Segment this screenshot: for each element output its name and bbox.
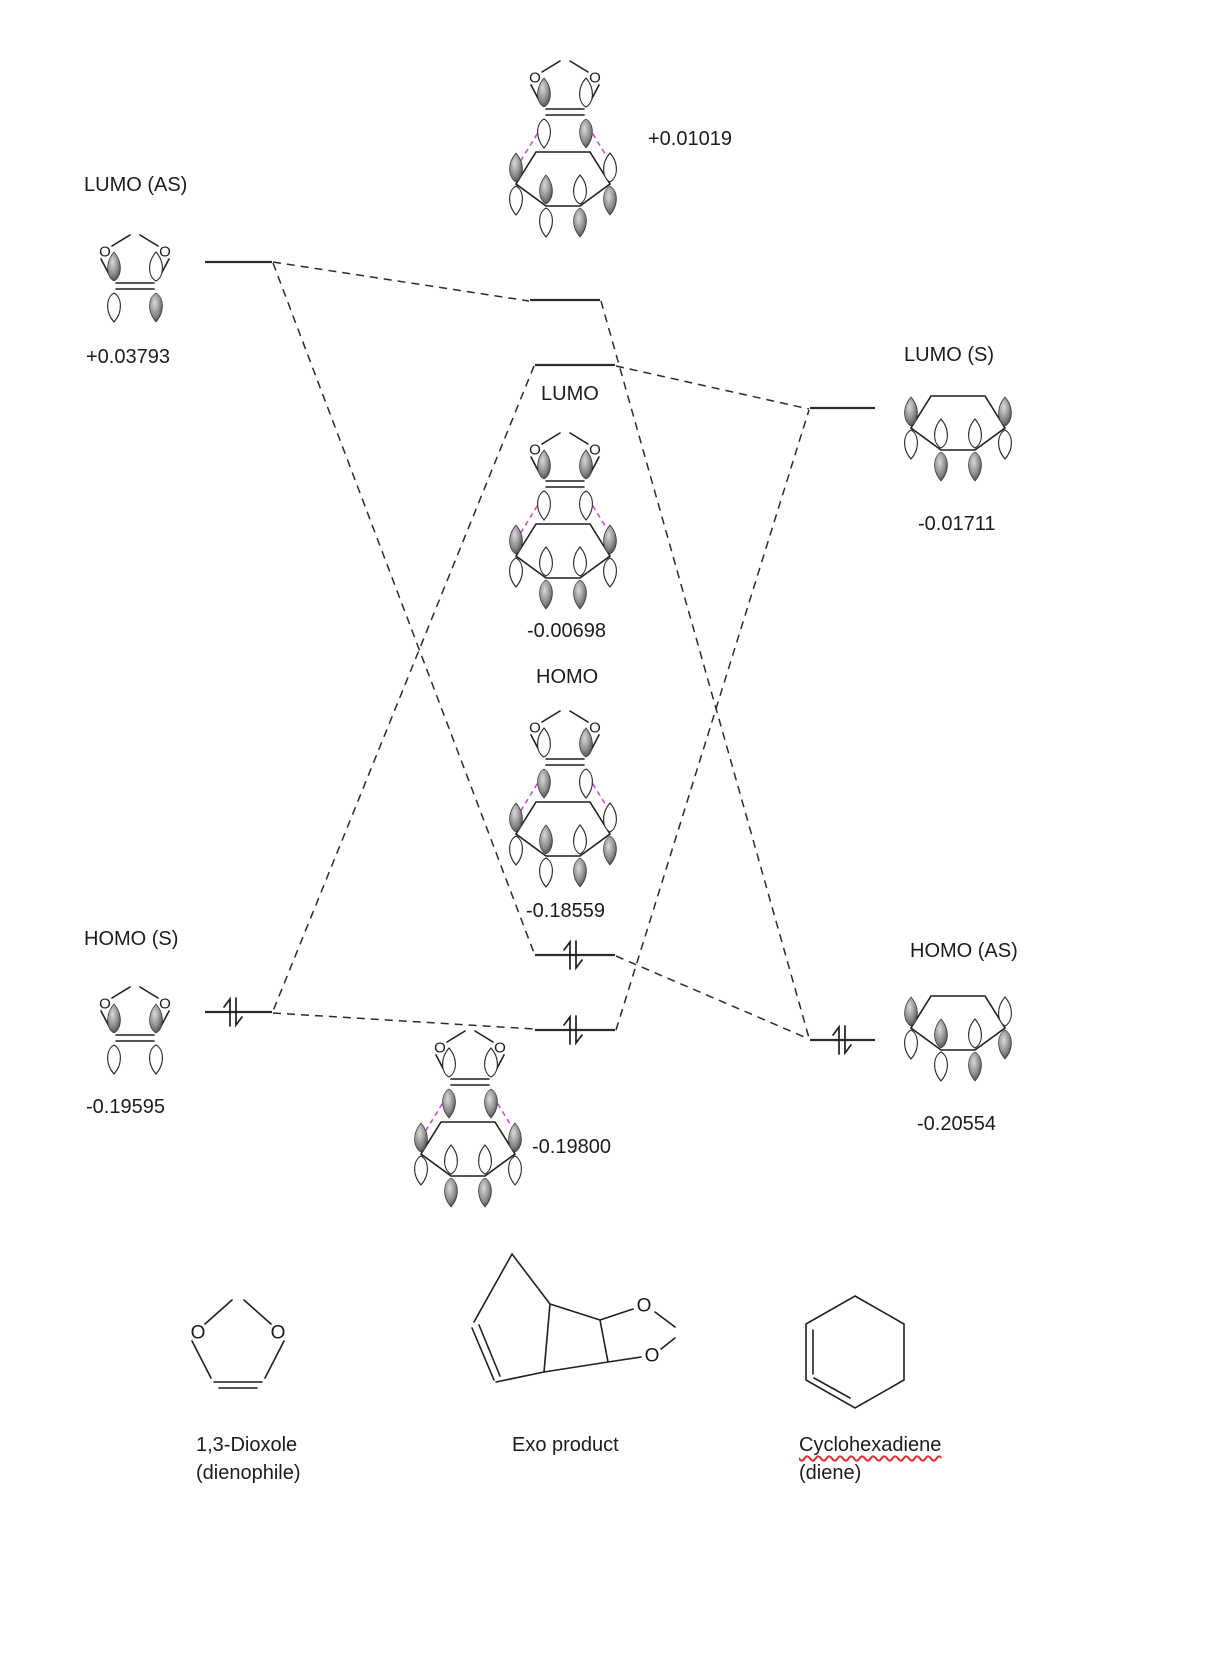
electron-pair-product-lower (563, 1014, 583, 1046)
correlation-line-dienophile-homo-to-product-lower (272, 1012, 535, 1030)
diene-lumo-energy: -0.01711 (918, 513, 996, 535)
electron-pair-dienophile-homo (223, 996, 243, 1028)
diene-lumo-label: LUMO (S) (904, 344, 994, 366)
product-name: Exo product (512, 1434, 619, 1456)
secondary-overlap-lines (424, 1095, 516, 1133)
correlation-line-dienophile-lumo-to-product-homo (272, 262, 535, 954)
secondary-overlap-lines (519, 497, 611, 535)
complex-orbital-upper (509, 60, 617, 238)
orbital-lobes (107, 1003, 163, 1075)
product-upper-energy: +0.01019 (648, 128, 732, 150)
orbital-lobes (414, 1047, 522, 1208)
orbital-lobes (509, 727, 617, 888)
product-lower-energy: -0.19800 (532, 1136, 611, 1158)
orbital-lobes (509, 77, 617, 238)
orbital-lobes (107, 251, 163, 323)
secondary-overlap-lines (519, 125, 611, 163)
dioxole-structure (189, 1299, 287, 1389)
diene-homo-orbital (904, 995, 1012, 1082)
diene-homo-label: HOMO (AS) (910, 940, 1018, 962)
orbital-lobes (904, 396, 1012, 482)
dienophile-role: (dienophile) (196, 1462, 301, 1484)
dienophile-lumo-label: LUMO (AS) (84, 174, 188, 196)
diene-homo-energy: -0.20554 (917, 1113, 996, 1135)
electron-pair-product-homo (563, 939, 583, 971)
dienophile-homo-orbital (98, 986, 172, 1075)
correlation-line-product-upper-to-diene-homo (600, 300, 810, 1039)
dienophile-homo-energy: -0.19595 (86, 1096, 165, 1118)
complex-orbital-homo (509, 710, 617, 888)
dienophile-name: 1,3-Dioxole (196, 1434, 298, 1456)
electron-pair-diene-homo (832, 1024, 852, 1056)
diene-lumo-orbital (904, 395, 1012, 482)
correlation-line-dienophile-lumo-to-product-upper (272, 261, 530, 302)
complex-orbital-lumo (509, 432, 617, 610)
exo-product-structure: O O (471, 1253, 676, 1383)
complex-orbital-lower (414, 1030, 522, 1208)
oxygen-atom-label: O (645, 1346, 660, 1367)
secondary-overlap-lines (519, 775, 611, 813)
product-lumo-label: LUMO (541, 383, 599, 405)
correlation-line-product-homo-to-diene-homo (615, 955, 810, 1040)
product-homo-label: HOMO (536, 666, 599, 688)
dienophile-lumo-orbital (98, 234, 172, 323)
diene-role: (diene) (799, 1462, 862, 1484)
correlation-line-product-lumo-to-diene-lumo (615, 365, 810, 410)
orbital-lobes (509, 449, 617, 610)
dienophile-homo-label: HOMO (S) (84, 928, 179, 950)
orbital-lobes (904, 996, 1012, 1082)
oxygen-atom-label: O (637, 1296, 652, 1317)
correlation-line-product-lower-to-diene-lumo (615, 409, 810, 1031)
cyclohexadiene-structure (805, 1295, 905, 1409)
dienophile-lumo-energy: +0.03793 (86, 346, 170, 368)
product-lumo-energy: -0.00698 (527, 620, 606, 642)
correlation-line-product-lumo-to-dienophile-homo (272, 365, 535, 1012)
product-homo-energy: -0.18559 (526, 900, 605, 922)
diene-name: Cyclohexadiene (799, 1434, 942, 1456)
